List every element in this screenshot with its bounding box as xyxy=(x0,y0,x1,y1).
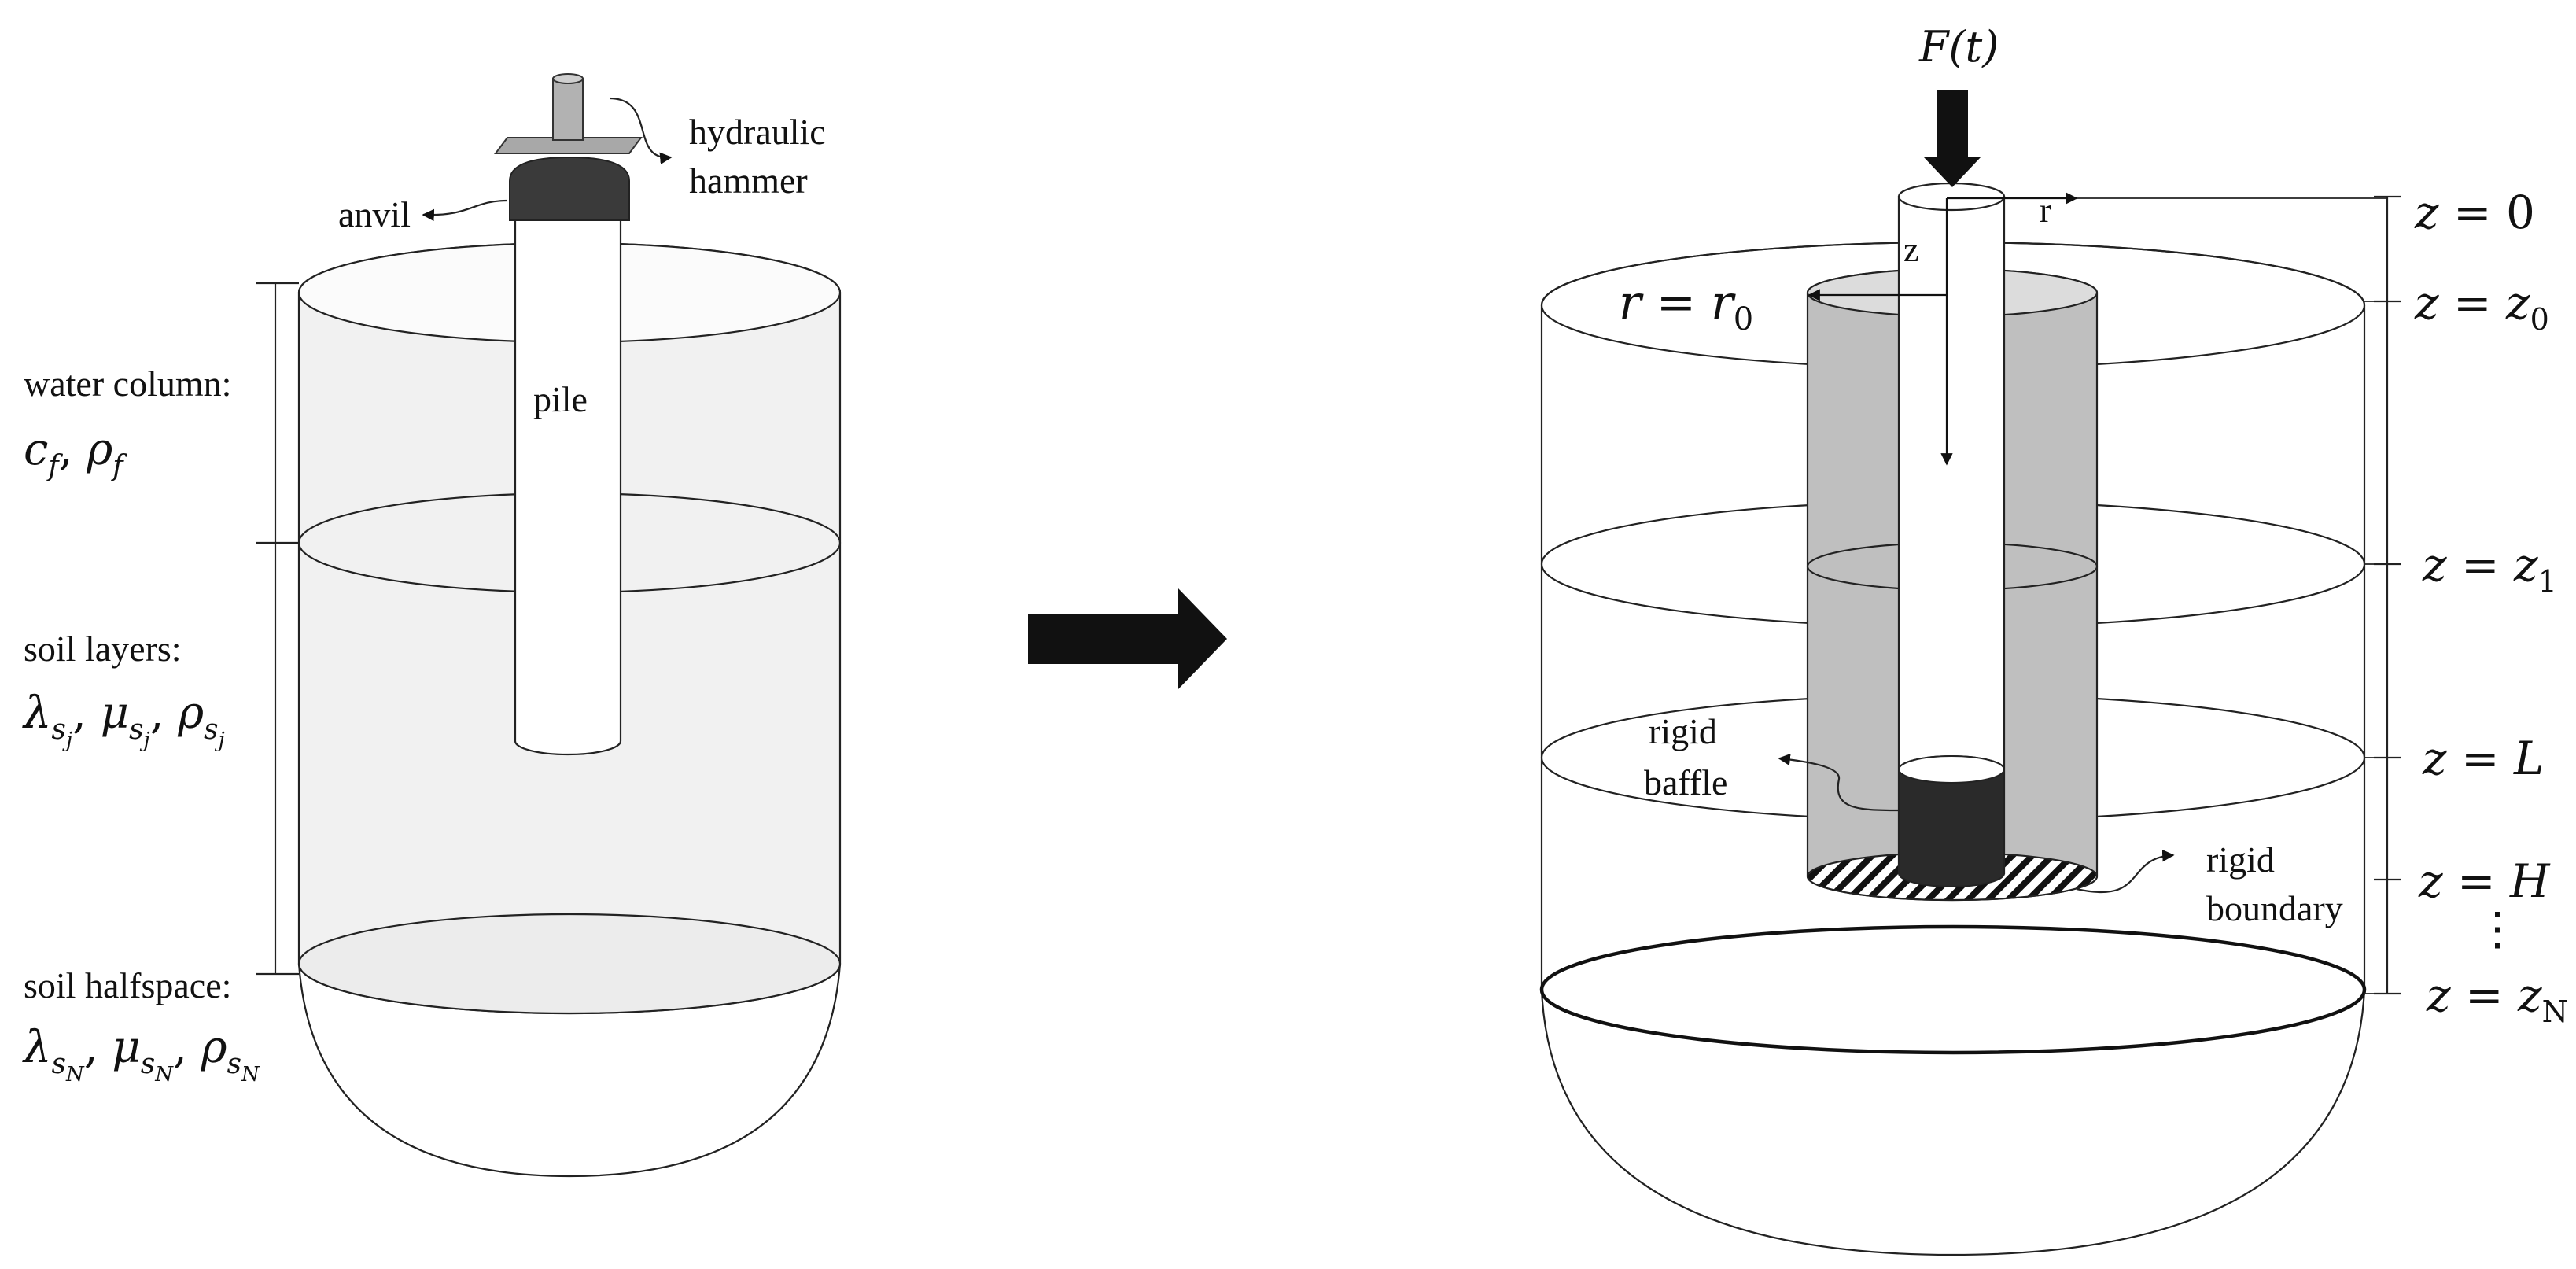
hammer-label-line2: hammer xyxy=(689,160,808,201)
water-column-label: water column: xyxy=(24,363,231,404)
halfspace-params: λsN, μsN, ρsN xyxy=(22,1022,260,1086)
boundary-label-line1: rigid xyxy=(2206,839,2275,880)
pile-label: pile xyxy=(533,379,588,419)
hammer-pointer-arrow xyxy=(609,97,673,164)
z-axis-label: z xyxy=(1903,231,1919,269)
boundary-label-line2: boundary xyxy=(2206,888,2343,928)
left-panel: hydraulic hammer anvil pile water column… xyxy=(22,73,842,1178)
depth-scale xyxy=(2374,195,2401,995)
layer-bracket xyxy=(256,282,299,976)
force-arrow xyxy=(1924,90,1981,187)
pile xyxy=(514,207,622,756)
soil-layers-label: soil layers: xyxy=(24,629,182,669)
level-label-z-subN: z = zN xyxy=(2426,968,2568,1029)
level-label-z-sub0: z = z0 xyxy=(2414,276,2549,337)
pile-top-ellipse xyxy=(1897,182,2006,212)
radius-label: r = r0 xyxy=(1619,275,1753,338)
anvil xyxy=(509,156,630,221)
hammer-plate xyxy=(494,137,643,154)
anvil-label: anvil xyxy=(338,194,411,234)
anvil-pointer-arrow xyxy=(422,199,508,222)
force-label: F(t) xyxy=(1918,22,1999,72)
hammer-ram-top xyxy=(552,73,584,84)
halfspace-bowl-right xyxy=(1540,989,2366,1256)
baffle-pointer-arrow xyxy=(1778,753,1900,812)
boundary-pointer-arrow xyxy=(2076,849,2175,894)
baffle-label-line1: rigid xyxy=(1649,711,1717,751)
level-label-H: z = H xyxy=(2418,854,2551,908)
level-label-L: z = L xyxy=(2422,732,2545,785)
water-params: cf, ρf xyxy=(24,424,127,482)
hammer-label-line1: hydraulic xyxy=(689,112,826,152)
pile-lower-top xyxy=(1898,755,2005,784)
soil-halfspace-label: soil halfspace: xyxy=(24,965,231,1005)
soil-layer-params: λsj, μsj, ρsj xyxy=(22,688,225,752)
transition-arrow xyxy=(1028,588,1227,689)
level-label-z0: z = 0 xyxy=(2414,186,2535,239)
right-panel: F(t) r z r = r0 rigid baffle rigid bound… xyxy=(1539,22,2568,1256)
vertical-ellipsis: ⋮ xyxy=(2475,902,2520,955)
hammer-ram xyxy=(552,78,584,141)
bottom-surface-ellipse xyxy=(1539,924,2367,1055)
r-axis-label: r xyxy=(2040,191,2051,230)
level-label-z-sub1: z = z1 xyxy=(2422,538,2557,599)
halfspace-top-ellipse xyxy=(297,913,842,1015)
baffle-label-line2: baffle xyxy=(1644,762,1727,802)
soil-halfspace-bowl xyxy=(297,963,842,1178)
